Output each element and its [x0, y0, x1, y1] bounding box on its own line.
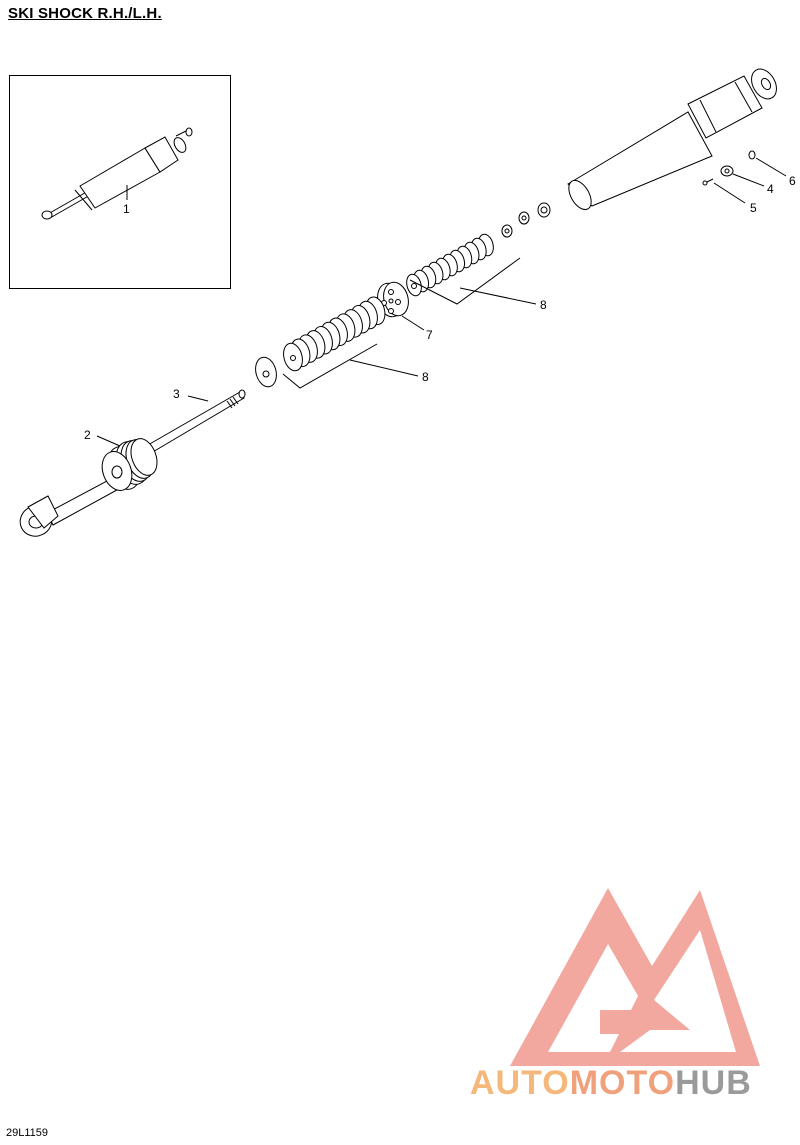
flat-washer[interactable] — [501, 224, 513, 238]
complete-shock-assembly-drawing[interactable] — [41, 127, 193, 220]
callout-5: 5 — [750, 201, 757, 215]
page-title: SKI SHOCK R.H./L.H. — [8, 5, 162, 22]
piston-rod-part-3[interactable] — [46, 389, 246, 526]
rod-eye[interactable] — [15, 495, 59, 541]
automotohub-logo-mark — [510, 888, 760, 1066]
seal-head-part-2[interactable] — [97, 435, 162, 495]
watermark-auto: AUTO — [470, 1064, 570, 1102]
callout-7: 7 — [426, 328, 433, 342]
shim-stack-lower[interactable] — [281, 295, 388, 373]
callout-1: 1 — [123, 202, 130, 216]
o-ring-part-6[interactable] — [748, 150, 756, 160]
shock-body-cylinder[interactable] — [564, 65, 781, 214]
valve-nut-part-4[interactable] — [720, 165, 734, 177]
automotohub-watermark: AUTOMOTOHUB — [470, 1064, 752, 1103]
watermark-hub: HUB — [675, 1064, 752, 1102]
figure-reference-code: 29L1159 — [6, 1127, 49, 1139]
piston-part-7[interactable] — [374, 279, 412, 319]
callout-3: 3 — [173, 387, 180, 401]
shim-bore — [411, 283, 417, 289]
assembly-inset-frame — [9, 75, 231, 289]
spring-washer[interactable] — [518, 211, 530, 225]
callout-4: 4 — [767, 182, 774, 196]
callout-6: 6 — [789, 174, 796, 188]
callout-8-upper: 8 — [540, 298, 547, 312]
shim-bore — [290, 355, 296, 361]
callout-2: 2 — [84, 428, 91, 442]
large-backing-washer[interactable] — [252, 355, 279, 389]
callout-8-lower: 8 — [422, 370, 429, 384]
rod-nut[interactable] — [537, 202, 551, 218]
shim-stack-upper[interactable] — [404, 233, 495, 298]
watermark-moto: MOTO — [569, 1064, 676, 1102]
valve-screw-part-5[interactable] — [702, 178, 714, 186]
